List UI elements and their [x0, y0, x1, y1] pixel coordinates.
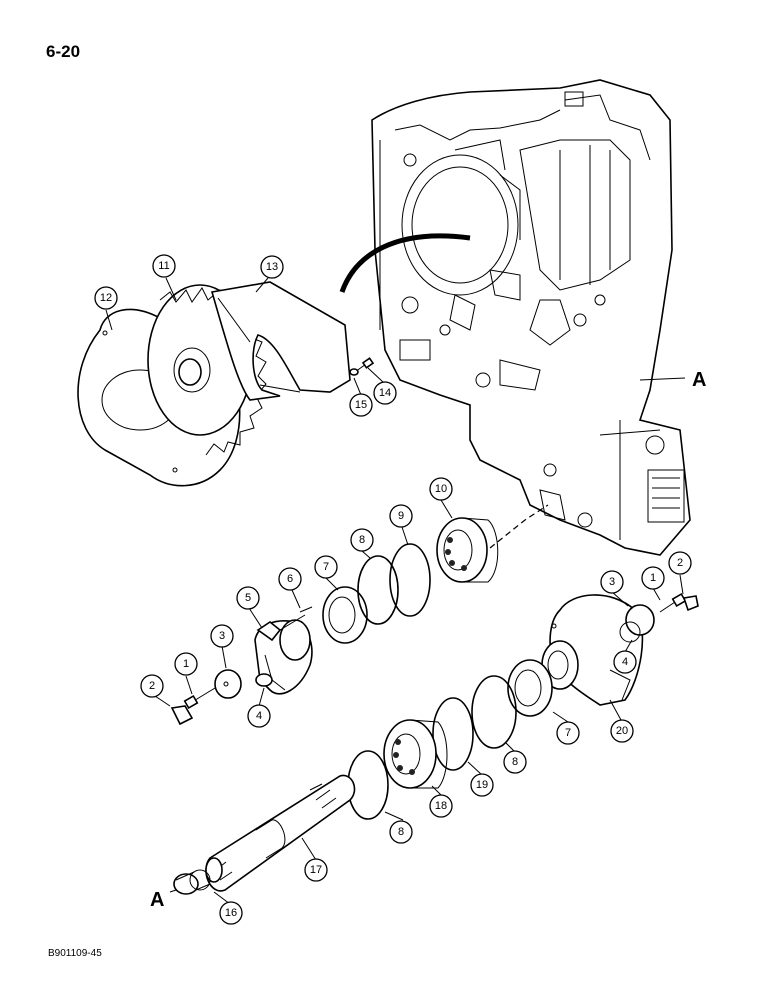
- callout-15: 15: [349, 393, 373, 417]
- svg-text:14: 14: [379, 387, 391, 399]
- reference-letter-a: A: [692, 369, 706, 391]
- svg-text:8: 8: [512, 756, 518, 768]
- svg-text:11: 11: [158, 260, 169, 272]
- ring: [432, 697, 474, 771]
- svg-text:7: 7: [323, 561, 329, 573]
- seal: [322, 586, 368, 644]
- svg-text:1: 1: [650, 572, 656, 584]
- callout-leaders: [105, 277, 684, 905]
- flange: [541, 592, 699, 706]
- sleeve: [173, 869, 211, 895]
- svg-text:7: 7: [565, 727, 571, 739]
- callout-16: 16: [219, 901, 243, 925]
- callout-18: 18: [429, 794, 453, 818]
- bearing: [383, 719, 448, 789]
- assembly-leader: [489, 504, 549, 549]
- callout-14: 14: [373, 381, 397, 405]
- bolt-and-washer: [349, 357, 375, 376]
- svg-text:3: 3: [609, 576, 615, 588]
- svg-text:15: 15: [355, 399, 367, 411]
- callout-8: 8: [503, 750, 527, 774]
- callout-5: 5: [236, 586, 260, 610]
- svg-text:2: 2: [677, 557, 683, 569]
- seal: [507, 659, 553, 717]
- callout-8: 8: [350, 528, 374, 552]
- callout-1: 1: [641, 566, 665, 590]
- callout-8: 8: [389, 820, 413, 844]
- callout-17: 17: [304, 858, 328, 882]
- svg-text:9: 9: [398, 510, 404, 522]
- reference-letter-a: A: [150, 889, 164, 911]
- svg-text:8: 8: [359, 534, 365, 546]
- snap-ring: [357, 555, 399, 625]
- callout-9: 9: [389, 504, 413, 528]
- callout-10: 10: [429, 477, 453, 501]
- callout-3: 3: [600, 570, 624, 594]
- svg-text:4: 4: [622, 656, 628, 668]
- callout-12: 12: [94, 286, 118, 310]
- reference-leaders: [169, 377, 686, 893]
- callout-1: 1: [174, 652, 198, 676]
- svg-text:13: 13: [266, 261, 278, 273]
- svg-text:17: 17: [310, 864, 322, 876]
- callout-4: 4: [613, 650, 637, 674]
- callout-20: 20: [610, 719, 634, 743]
- yoke-assembly: [170, 606, 313, 726]
- callout-7: 7: [314, 555, 338, 579]
- callout-4: 4: [247, 704, 271, 728]
- callout-19: 19: [470, 773, 494, 797]
- callout-2: 2: [140, 674, 164, 698]
- callout-13: 13: [260, 255, 284, 279]
- callout-6: 6: [278, 567, 302, 591]
- svg-text:12: 12: [100, 292, 112, 304]
- svg-text:18: 18: [435, 800, 447, 812]
- gear-guard: [210, 281, 351, 401]
- figure-id: B901109-45: [48, 948, 102, 959]
- bearing: [436, 517, 499, 583]
- svg-text:6: 6: [287, 573, 293, 585]
- svg-text:8: 8: [398, 826, 404, 838]
- svg-text:3: 3: [219, 630, 225, 642]
- svg-text:1: 1: [183, 658, 189, 670]
- svg-text:20: 20: [616, 725, 628, 737]
- callout-11: 11: [152, 254, 176, 278]
- svg-text:10: 10: [435, 483, 447, 495]
- callout-3: 3: [210, 624, 234, 648]
- transmission-housing: [339, 79, 691, 556]
- output-shaft: [205, 774, 356, 892]
- callout-2: 2: [668, 551, 692, 575]
- snap-ring: [471, 675, 517, 749]
- svg-text:16: 16: [225, 907, 237, 919]
- svg-text:5: 5: [245, 592, 251, 604]
- svg-text:4: 4: [256, 710, 262, 722]
- ring: [389, 543, 431, 617]
- svg-text:2: 2: [149, 680, 155, 692]
- callout-7: 7: [556, 721, 580, 745]
- page-number: 6-20: [46, 42, 81, 61]
- svg-text:19: 19: [476, 779, 488, 791]
